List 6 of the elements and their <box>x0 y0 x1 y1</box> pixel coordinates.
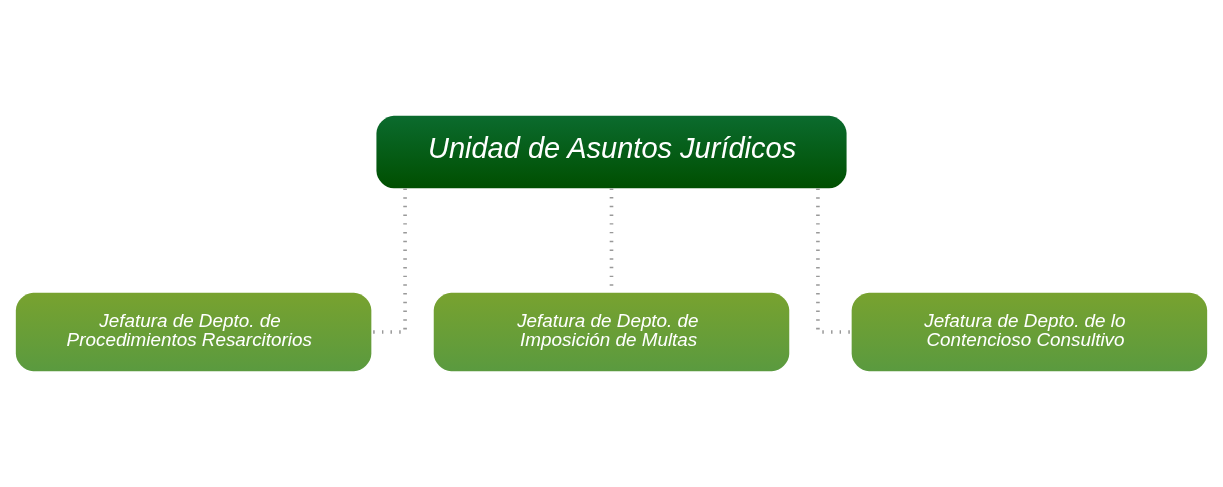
connector <box>816 188 852 334</box>
node-box: Jefatura de Depto. de lo Contencioso Consultivo <box>851 292 1208 372</box>
connector <box>371 188 407 334</box>
node-box: Jefatura de Depto. de Procedimientos Resarcitorios <box>15 292 372 372</box>
node-box: Unidad de Asuntos Jurídicos <box>376 115 847 189</box>
node-box: Jefatura de Depto. de Imposición de Multas <box>433 292 790 372</box>
